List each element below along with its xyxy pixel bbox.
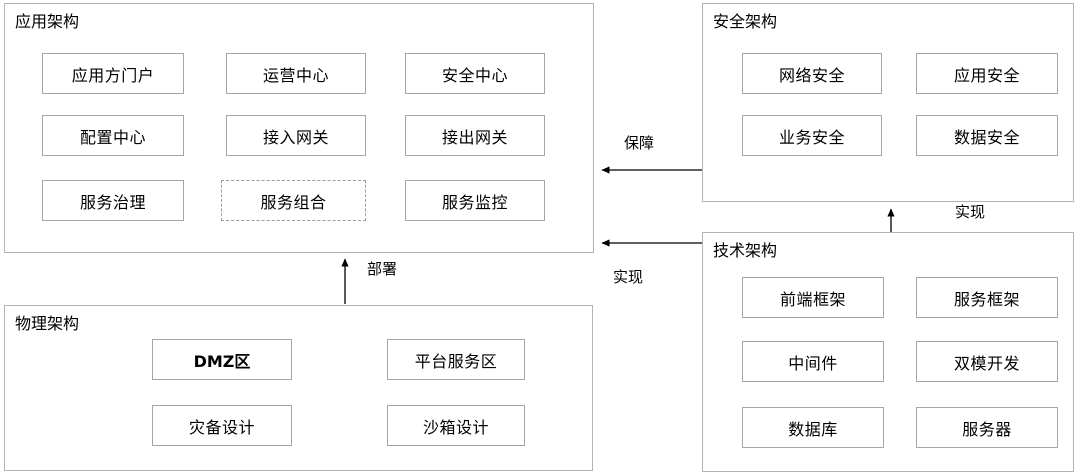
node-egress-gateway[interactable]: 接出网关 — [405, 115, 545, 156]
node-application-security[interactable]: 应用安全 — [916, 53, 1058, 94]
node-security-center[interactable]: 安全中心 — [405, 53, 545, 94]
node-service-framework[interactable]: 服务框架 — [916, 277, 1058, 318]
node-disaster-recovery-design[interactable]: 灾备设计 — [152, 405, 292, 446]
node-database[interactable]: 数据库 — [742, 407, 884, 448]
node-service-monitoring[interactable]: 服务监控 — [405, 180, 545, 221]
edge-label-technology-to-security: 实现 — [955, 203, 986, 221]
edge-label-technology-to-application: 实现 — [613, 268, 644, 286]
node-service-composition[interactable]: 服务组合 — [221, 180, 366, 221]
node-server[interactable]: 服务器 — [916, 407, 1058, 448]
node-ingress-gateway[interactable]: 接入网关 — [226, 115, 366, 156]
node-service-governance[interactable]: 服务治理 — [42, 180, 184, 221]
node-platform-service-zone[interactable]: 平台服务区 — [387, 339, 525, 380]
panel-title-application: 应用架构 — [15, 12, 80, 31]
panel-title-physical: 物理架构 — [15, 314, 80, 333]
edge-label-security-to-application: 保障 — [624, 134, 655, 152]
panel-technology-architecture: 技术架构 前端框架 服务框架 中间件 双模开发 数据库 服务器 — [702, 232, 1074, 472]
panel-physical-architecture: 物理架构 DMZ区 平台服务区 灾备设计 沙箱设计 — [4, 305, 593, 471]
node-middleware[interactable]: 中间件 — [742, 341, 884, 382]
edge-label-physical-to-application: 部署 — [367, 260, 398, 278]
panel-title-security: 安全架构 — [713, 12, 778, 31]
node-sandbox-design[interactable]: 沙箱设计 — [387, 405, 525, 446]
node-data-security[interactable]: 数据安全 — [916, 115, 1058, 156]
node-dual-mode-development[interactable]: 双模开发 — [916, 341, 1058, 382]
node-network-security[interactable]: 网络安全 — [742, 53, 882, 94]
node-config-center[interactable]: 配置中心 — [42, 115, 184, 156]
node-dmz-zone[interactable]: DMZ区 — [152, 339, 292, 380]
node-frontend-framework[interactable]: 前端框架 — [742, 277, 884, 318]
panel-security-architecture: 安全架构 网络安全 应用安全 业务安全 数据安全 — [702, 3, 1074, 202]
node-application-portal[interactable]: 应用方门户 — [42, 53, 184, 94]
panel-application-architecture: 应用架构 应用方门户 运营中心 安全中心 配置中心 接入网关 接出网关 服务治理… — [4, 3, 594, 253]
panel-title-technology: 技术架构 — [713, 241, 778, 260]
node-operation-center[interactable]: 运营中心 — [226, 53, 366, 94]
node-business-security[interactable]: 业务安全 — [742, 115, 882, 156]
